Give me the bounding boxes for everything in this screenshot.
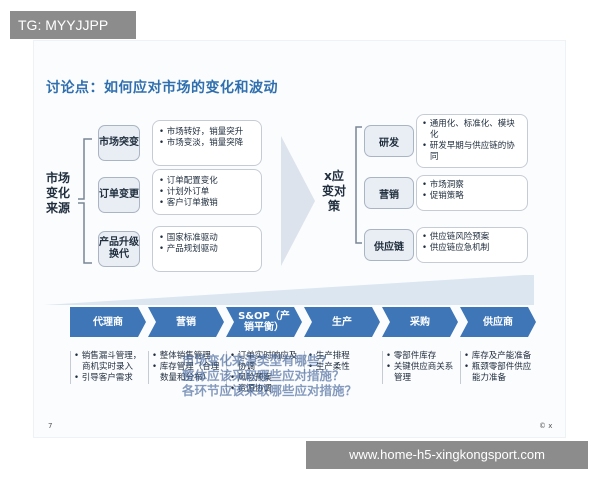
response-label: x应变对策 xyxy=(321,169,346,213)
process-detail-item: 引导客户需求 xyxy=(74,373,142,384)
process-step-label: 采购 xyxy=(410,316,430,328)
response-detail-item: 通用化、标准化、模块化 xyxy=(422,119,522,141)
process-detail-item: 订单实时响应及协调 xyxy=(230,351,298,373)
process-detail-item: 生产排程 xyxy=(308,351,376,362)
source-detail-item: 产品规划驱动 xyxy=(159,244,255,255)
process-step-label: S&OP（产销平衡） xyxy=(238,311,290,333)
process-step-sop: S&OP（产销平衡） xyxy=(226,307,302,337)
response-detail-item: 研发早期与供应链的协同 xyxy=(422,141,522,163)
slide-title: 讨论点：如何应对市场的变化和波动 xyxy=(46,80,278,96)
process-step-agent: 代理商 xyxy=(70,307,146,337)
overlay-question: 市场变化来源类型有哪些？ xyxy=(182,353,333,368)
page-number: 7 xyxy=(48,422,53,430)
copyright: © x xyxy=(539,422,553,430)
slide: 讨论点：如何应对市场的变化和波动 市场变化来源 市场突变 市场转好，销量突升 市… xyxy=(33,40,566,438)
process-detail-item: 生产柔性 xyxy=(308,362,376,373)
source-detail-item: 市场转好，销量突升 xyxy=(159,127,255,138)
process-detail-item: 零部件库存 xyxy=(386,351,454,362)
process-detail-item: 库存管理（合理数量和分布） xyxy=(152,362,220,384)
response-detail-item: 供应链风险预案 xyxy=(422,232,522,243)
source-detail-order: 订单配置变化 计划外订单 客户订单撤销 xyxy=(152,169,262,215)
source-box-upgrade: 产品升级换代 xyxy=(98,231,140,267)
response-detail-supply: 供应链风险预案 供应链应急机制 xyxy=(416,227,528,263)
process-step-label: 生产 xyxy=(332,316,352,328)
response-detail-rd: 通用化、标准化、模块化 研发早期与供应链的协同 xyxy=(416,114,528,168)
response-detail-item: 促销策略 xyxy=(422,191,522,202)
source-detail-item: 市场变淡，销量突降 xyxy=(159,138,255,149)
response-detail-marketing: 市场洞察 促销策略 xyxy=(416,175,528,211)
response-detail-item: 供应链应急机制 xyxy=(422,243,522,254)
process-detail-item: 库存及产能准备 xyxy=(464,351,532,362)
source-detail-item: 客户订单撤销 xyxy=(159,198,255,209)
process-detail-agent: 销售漏斗管理，商机实时录入 引导客户需求 xyxy=(70,351,142,384)
process-step-label: 营销 xyxy=(176,316,196,328)
process-step-label: 供应商 xyxy=(483,316,513,328)
overlay-questions: 市场变化来源类型有哪些？ 整体应该采取哪些应对措施？ 各环节应该采取哪些应对措施… xyxy=(182,353,357,398)
funnel-band-shape xyxy=(44,275,534,305)
watermark-url: www.home-h5-xingkongsport.com xyxy=(306,441,588,469)
source-box-market: 市场突变 xyxy=(98,125,140,161)
overlay-question: 整体应该采取哪些应对措施？ xyxy=(182,368,345,383)
process-step-label: 代理商 xyxy=(93,316,123,328)
source-detail-item: 计划外订单 xyxy=(159,187,255,198)
process-detail-item: 关键供应商关系管理 xyxy=(386,362,454,384)
process-detail-supplier: 库存及产能准备 瓶颈零部件供应能力准备 xyxy=(460,351,532,384)
process-detail-item: 资源协调 xyxy=(230,384,298,395)
process-detail-marketing: 整体销售管理 库存管理（合理数量和分布） xyxy=(148,351,220,384)
response-box-supply: 供应链 xyxy=(364,229,414,261)
source-detail-market: 市场转好，销量突升 市场变淡，销量突降 xyxy=(152,120,262,166)
process-step-marketing: 营销 xyxy=(148,307,224,337)
process-detail-production: 生产排程 生产柔性 xyxy=(304,351,376,373)
response-brace xyxy=(355,126,362,244)
process-detail-item: 风险预案 xyxy=(230,373,298,384)
process-detail-item: 整体销售管理 xyxy=(152,351,220,362)
response-box-rd: 研发 xyxy=(364,125,414,157)
overlay-question: 各环节应该采取哪些应对措施？ xyxy=(182,383,358,398)
process-step-procurement: 采购 xyxy=(382,307,458,337)
brace-top xyxy=(78,138,92,200)
process-step-supplier: 供应商 xyxy=(460,307,536,337)
response-box-marketing: 营销 xyxy=(364,177,414,209)
source-detail-item: 订单配置变化 xyxy=(159,176,255,187)
source-label: 市场变化来源 xyxy=(46,171,71,215)
source-box-order: 订单变更 xyxy=(98,177,140,213)
big-arrow-shape xyxy=(281,136,315,266)
process-step-production: 生产 xyxy=(304,307,380,337)
process-detail-procurement: 零部件库存 关键供应商关系管理 xyxy=(382,351,454,384)
tg-badge: TG: MYYJJPP xyxy=(10,11,136,39)
brace-bottom xyxy=(78,202,92,264)
response-detail-item: 市场洞察 xyxy=(422,180,522,191)
process-detail-sop: 订单实时响应及协调 风险预案 资源协调 xyxy=(226,351,298,395)
process-detail-item: 销售漏斗管理，商机实时录入 xyxy=(74,351,142,373)
source-detail-upgrade: 国家标准驱动 产品规划驱动 xyxy=(152,226,262,272)
process-detail-item: 瓶颈零部件供应能力准备 xyxy=(464,362,532,384)
source-detail-item: 国家标准驱动 xyxy=(159,233,255,244)
